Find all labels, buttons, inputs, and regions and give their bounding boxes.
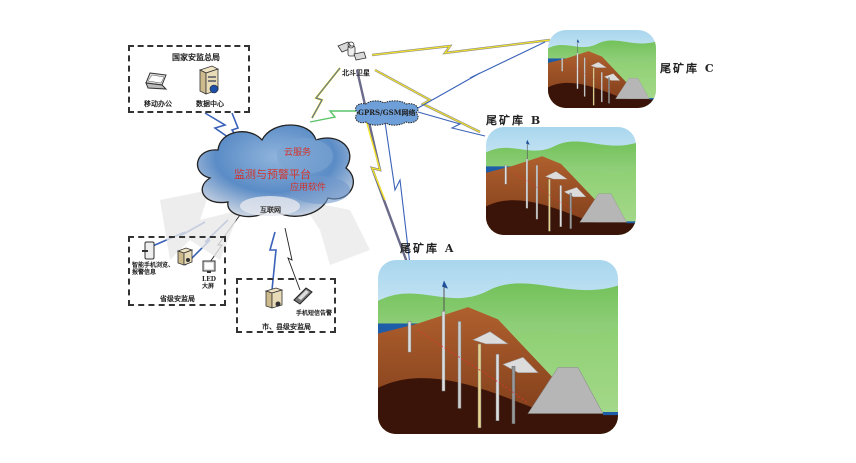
site-b-label: 尾矿库 B bbox=[486, 114, 543, 127]
mobile-office-label: 移动办公 bbox=[144, 99, 172, 108]
link-gprs-site-c bbox=[417, 41, 546, 109]
link-cloud-city-1 bbox=[268, 231, 277, 291]
cloud-service-label: 云服务 bbox=[284, 148, 312, 158]
gprs-network-label: GPRS/GSM网络 bbox=[358, 108, 416, 117]
national-bureau-title: 国家安监总局 bbox=[172, 52, 220, 62]
site-a-label: 尾矿库 A bbox=[400, 242, 456, 255]
sms-alert-label: 手机短信告警 bbox=[296, 310, 333, 317]
laptop-icon bbox=[145, 72, 168, 90]
city-bureau-box: 手机短信告警 市、县级安监局 bbox=[236, 278, 336, 333]
site-c-label: 尾矿库 C bbox=[660, 62, 716, 75]
led-screen-label: LED大屏 bbox=[202, 276, 216, 290]
satellite-label: 北斗卫星 bbox=[342, 68, 370, 77]
monitoring-platform-cloud[interactable] bbox=[190, 118, 360, 224]
tailings-site-c[interactable] bbox=[548, 30, 656, 108]
internet-label: 互联网 bbox=[260, 205, 281, 214]
smartphone-icon bbox=[142, 241, 155, 260]
watermark-arrows bbox=[160, 190, 370, 265]
link-gprs-site-a bbox=[384, 121, 411, 266]
platform-label: 监测与预警平台 bbox=[234, 168, 311, 181]
data-center-label: 数据中心 bbox=[196, 99, 224, 108]
server-icon bbox=[264, 287, 284, 309]
provincial-bureau-box: 智能手机浏览、报警信息 LED大屏 省级安监局 bbox=[128, 236, 226, 306]
smartphone-label: 智能手机浏览、报警信息 bbox=[132, 262, 175, 276]
gprs-network-cloud[interactable] bbox=[352, 100, 422, 126]
national-bureau-box: 国家安监总局 移动办公 数据中心 bbox=[128, 45, 250, 113]
city-bureau-title: 市、县级安监局 bbox=[262, 322, 311, 331]
link-national-cloud-1 bbox=[204, 112, 236, 143]
server-icon bbox=[176, 247, 194, 266]
mobile-phone-icon bbox=[293, 287, 313, 305]
app-software-label: 应用软件 bbox=[290, 183, 327, 193]
link-cloud-city-2 bbox=[284, 227, 301, 291]
link-gprs-site-b bbox=[417, 111, 486, 137]
link-cloud-gprs bbox=[309, 110, 356, 123]
provincial-bureau-title: 省级安监局 bbox=[160, 294, 195, 303]
tailings-site-a[interactable] bbox=[378, 260, 618, 434]
led-screen-icon bbox=[202, 260, 216, 273]
server-icon bbox=[198, 65, 220, 95]
tailings-site-b[interactable] bbox=[486, 127, 636, 235]
satellite-icon[interactable] bbox=[336, 40, 368, 66]
